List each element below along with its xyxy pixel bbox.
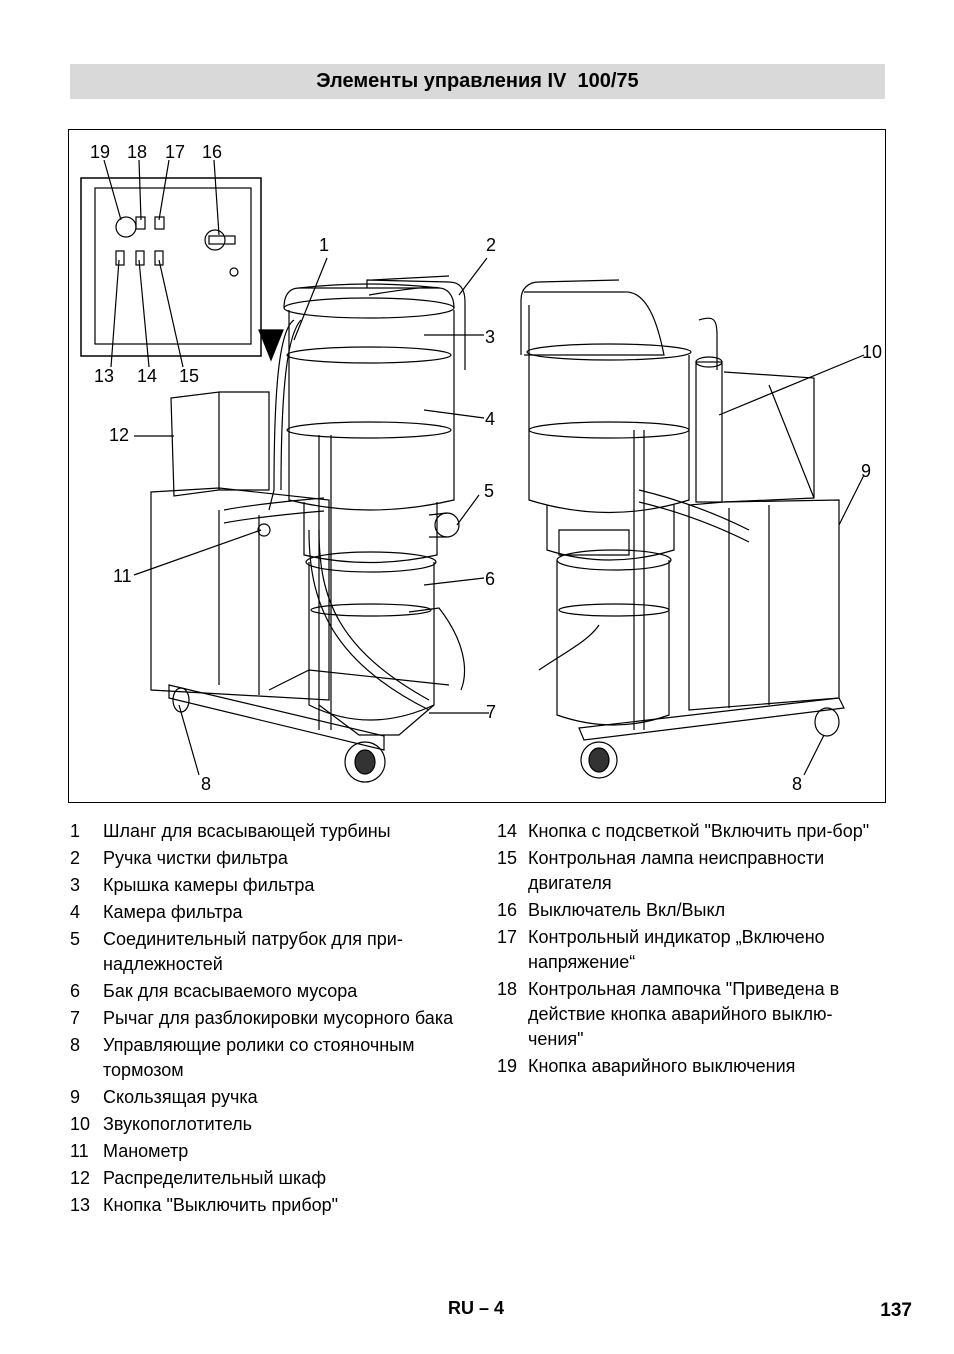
callout-17: 17 (165, 142, 186, 162)
callout-9: 9 (861, 461, 872, 481)
callout-10: 10 (862, 342, 883, 362)
callout-19: 19 (90, 142, 111, 162)
callout-18: 18 (127, 142, 148, 162)
footer-language-code: RU – 4 (448, 1298, 505, 1318)
callout-15: 15 (179, 366, 200, 386)
callout-3: 3 (485, 327, 496, 347)
callout-16: 16 (202, 142, 223, 162)
device-illustration: 19 18 17 16 13 14 15 1 2 3 4 5 6 7 8 8 9… (68, 129, 886, 803)
callout-13: 13 (94, 366, 115, 386)
vacuum-drawing (80, 159, 865, 783)
callout-1: 1 (319, 235, 330, 255)
callout-2: 2 (486, 235, 497, 255)
callout-12: 12 (109, 425, 130, 445)
callout-5: 5 (484, 481, 495, 501)
callout-11: 11 (113, 566, 132, 586)
page-number: 137 (880, 1300, 912, 1321)
callout-4: 4 (485, 409, 496, 429)
callout-8-left: 8 (201, 774, 212, 794)
callout-6: 6 (485, 569, 496, 589)
callout-8-right: 8 (792, 774, 803, 794)
callout-14: 14 (137, 366, 158, 386)
page-title: Элементы управления IV 100/75 (70, 64, 885, 99)
callout-7: 7 (486, 702, 497, 722)
